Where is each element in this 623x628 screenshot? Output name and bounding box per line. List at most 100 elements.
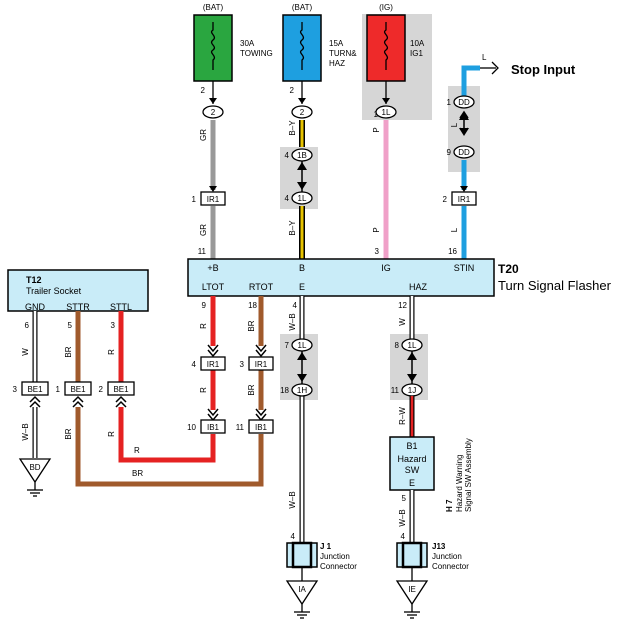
ltot-ir1-pin: 4	[192, 360, 197, 369]
j13-name-1: Junction	[432, 552, 462, 561]
trailer-pin-num: 3	[111, 321, 116, 330]
joint-arrows-icon	[407, 352, 417, 360]
flasher-code: T20	[498, 262, 519, 276]
fuse-link-icon	[383, 22, 389, 70]
chevron-up-icon	[29, 395, 41, 408]
stop-conn-top: DD	[458, 98, 470, 107]
flasher-bottom-pin-num: 18	[248, 301, 257, 310]
fuse-ig-conn: 1L	[382, 108, 391, 117]
hazard-sw-code: B1	[406, 441, 417, 451]
flasher-top-pin-num: 16	[448, 247, 457, 256]
flasher-bottom-pin-num: 4	[293, 301, 298, 310]
be1-conn: BE1	[27, 385, 43, 394]
wire-label-l: L	[450, 227, 459, 232]
junction-connector-j13	[396, 541, 428, 569]
flasher-pin-label: IG	[381, 263, 391, 273]
wire-label-gr: GR	[199, 224, 208, 236]
fuse-towing: (BAT) 30A TOWING	[193, 3, 273, 82]
wire-label-br: BR	[64, 428, 73, 439]
connector-box	[107, 381, 135, 396]
flasher-pin-label: B	[299, 263, 305, 273]
fuse-towing-name: TOWING	[240, 49, 273, 58]
flasher-name: Turn Signal Flasher	[498, 278, 612, 293]
wire-label-br: BR	[132, 469, 143, 478]
flasher-top-pin-num: 3	[375, 247, 380, 256]
joint-arrows-icon	[297, 162, 307, 170]
joint-arrows-icon	[297, 352, 307, 360]
stop-pin-bottom: 9	[447, 148, 452, 157]
fuse-towing-source: (BAT)	[203, 3, 224, 12]
wire-r-loop	[118, 407, 216, 463]
fuse-ig-name: IG1	[410, 49, 423, 58]
trailer-pin-num: 6	[25, 321, 30, 330]
trailer-ground-label: BD	[29, 463, 40, 472]
hazard-sw-pin-label: E	[409, 478, 415, 488]
chevron-down-icon	[207, 408, 219, 422]
trailer-pin-label: STTL	[110, 302, 132, 312]
j13-pin: 4	[401, 532, 406, 541]
connector-oval	[291, 383, 313, 397]
hazard-sw-side-name-1: Hazard Warning	[455, 454, 464, 512]
rtot-ib1: IB1	[255, 423, 268, 432]
fuse-turn-name-2: HAZ	[329, 59, 345, 68]
j1-code: J 1	[320, 542, 332, 551]
connector-oval	[291, 105, 313, 119]
fuse-turn-source: (BAT)	[292, 3, 313, 12]
trailer-pin-label: GND	[25, 302, 46, 312]
j13-code: J13	[432, 542, 446, 551]
hazard-sw-side-code: H 7	[445, 499, 454, 512]
wire-label-p: P	[372, 127, 381, 132]
hazard-sw-name-1: Hazard	[397, 454, 426, 464]
stop-conn-bottom: DD	[458, 148, 470, 157]
wire-label-br: BR	[247, 320, 256, 331]
connector-box	[200, 419, 226, 434]
fuse-towing-rating: 30A	[240, 39, 255, 48]
hazard-sw-name-2: SW	[405, 465, 420, 475]
arrow-icon	[298, 98, 306, 104]
wire-label-r: R	[107, 431, 116, 437]
ground-triangle-icon	[395, 580, 429, 606]
by-joint-pin-top: 4	[285, 151, 290, 160]
arrow-icon	[491, 61, 499, 75]
flasher-pin-label: HAZ	[409, 282, 428, 292]
ground-triangle-icon	[285, 580, 319, 606]
fuse-turn-conn: 2	[300, 108, 305, 117]
stop-input-label: Stop Input	[511, 62, 576, 77]
be1-pin: 3	[13, 385, 18, 394]
hazard-switch: B1 Hazard SW E	[389, 436, 435, 491]
be1-conn: BE1	[113, 385, 129, 394]
flasher-pin-label: E	[299, 282, 305, 292]
wire-label-br: BR	[247, 384, 256, 395]
connector-box	[248, 356, 274, 371]
fuse-ig-pin: 1	[374, 110, 379, 119]
trailer-name: Trailer Socket	[26, 286, 82, 296]
fuse-turn-rating: 15A	[329, 39, 344, 48]
fuse-turn-name-1: TURN&	[329, 49, 357, 58]
wire-label-r: R	[134, 446, 140, 455]
hazard-sw-side-name-2: Signal SW Assembly	[464, 438, 473, 512]
ir1-top-conn-2: IR1	[458, 195, 471, 204]
chevron-down-icon	[207, 344, 219, 358]
fuse-towing-conn: 2	[211, 108, 216, 117]
wire-label-l: L	[450, 122, 459, 127]
wire-label-r: R	[107, 349, 116, 355]
flasher-top-pin-num: 11	[198, 247, 207, 256]
be1-pin: 1	[56, 385, 61, 394]
wire-label-wb: W–B	[288, 491, 297, 508]
ir1-top-pin: 1	[192, 195, 197, 204]
junction-connector-j1	[286, 541, 318, 569]
wire-label-w: W	[398, 318, 407, 326]
j1-name-1: Junction	[320, 552, 350, 561]
fuse-turn: (BAT) 15A TURN& HAZ	[282, 3, 357, 82]
trailer-pin-num: 5	[68, 321, 73, 330]
by-joint-conn-top: 1B	[297, 151, 307, 160]
stop-pin-top: 1	[447, 98, 452, 107]
connector-oval	[291, 191, 313, 205]
be1-conn: BE1	[70, 385, 86, 394]
haz-joint-conn-bottom: 1J	[408, 386, 416, 395]
fuse-ig-source: (IG)	[379, 3, 393, 12]
flasher-bottom-pin-num: 9	[202, 301, 207, 310]
wire-label-r: R	[199, 387, 208, 393]
ltot-ib1-pin: 10	[187, 423, 196, 432]
